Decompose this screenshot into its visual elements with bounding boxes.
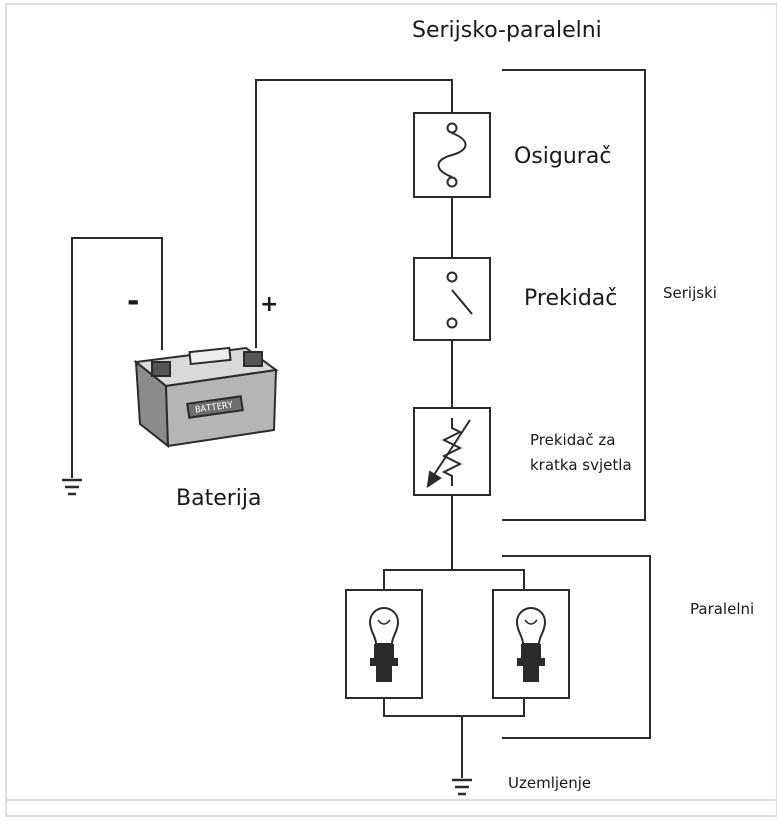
ground-symbol-left — [62, 478, 82, 496]
parallel-bottom-wire — [383, 698, 525, 717]
battery-label-plate — [186, 395, 244, 419]
parallel-top-wire — [383, 569, 525, 590]
diagram-title: Serijsko-paralelni — [412, 18, 602, 43]
switch-symbol — [413, 257, 491, 341]
ground-symbol-bottom — [452, 778, 472, 796]
series-group-label: Serijski — [663, 284, 717, 302]
fuse-symbol — [413, 112, 491, 198]
positive-terminal-label: + — [260, 292, 279, 317]
switch-label: Prekidač — [524, 286, 618, 311]
switch-bottom-contact — [446, 317, 458, 329]
battery-label: Baterija — [176, 486, 262, 511]
switch-lever — [451, 289, 473, 315]
bulb-left-base — [374, 644, 394, 658]
dimmer-resistor — [441, 418, 463, 486]
parallel-group-label: Paralelni — [690, 600, 755, 618]
bulb-right-pins — [523, 666, 539, 682]
wires — [71, 69, 651, 778]
bulb-right — [492, 589, 570, 699]
dimmer-arrow-head — [426, 470, 442, 489]
parallel-bracket — [502, 555, 651, 739]
bulb-right-socket — [517, 658, 545, 666]
battery-pos-terminal — [243, 351, 263, 367]
fuse-top-contact — [446, 122, 458, 134]
dimmer-switch-label: Prekidač za kratka svjetla — [530, 431, 632, 474]
bulb-right-glass — [515, 607, 547, 645]
dimmer-arrow-line — [427, 419, 471, 485]
battery-neg-terminal — [151, 361, 171, 377]
bulb-right-filament — [524, 619, 538, 625]
series-bracket — [502, 69, 646, 521]
bulb-left-socket — [370, 658, 398, 666]
negative-wire — [71, 237, 163, 478]
bulb-right-base — [521, 644, 541, 658]
positive-wire — [255, 79, 453, 348]
bulb-left-pins — [376, 666, 392, 682]
frame-border — [5, 3, 777, 817]
fuse-label: Osigurač — [514, 144, 612, 169]
fuse-element — [437, 132, 467, 178]
battery-icon — [133, 346, 279, 449]
ground-label: Uzemljenje — [508, 774, 592, 792]
fuse-bottom-contact — [446, 176, 458, 188]
negative-terminal-label: - — [127, 284, 140, 319]
battery-handle — [188, 346, 232, 366]
dimmer-switch-symbol — [413, 407, 491, 496]
bulb-left — [345, 589, 423, 699]
bulb-left-glass — [368, 607, 400, 645]
switch-top-contact — [446, 271, 458, 283]
bulb-left-filament — [377, 619, 391, 625]
